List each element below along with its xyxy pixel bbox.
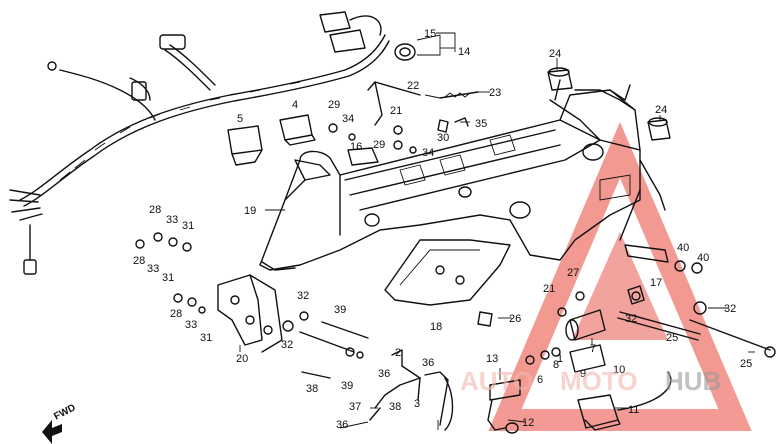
callout-33b: 33 [147,263,159,275]
callout-32a: 32 [297,290,309,302]
callout-11: 11 [628,404,639,416]
pivot-collar [557,291,606,341]
callout-39b: 39 [341,380,353,392]
watermark-logo [488,121,752,431]
callout-7: 7 [590,343,596,355]
callout-10: 10 [613,364,625,376]
callout-20: 20 [236,353,248,365]
relay-bracket [227,114,316,166]
callout-12: 12 [522,417,534,429]
callout-21b: 21 [543,283,555,295]
callout-4: 4 [292,99,298,111]
ignition-coil [577,371,672,431]
bushing-parts [547,67,671,141]
callout-34a: 34 [342,113,354,125]
callout-40b: 40 [697,252,709,264]
watermark-text: AUTO MOTO HUB [460,366,721,396]
callout-3: 3 [414,398,420,410]
callout-6: 6 [537,374,543,386]
callout-27a: 27 [567,267,579,279]
callout-28b: 28 [133,255,145,267]
callout-25a: 25 [666,332,678,344]
side-bracket [217,274,283,353]
callout-31b: 31 [162,272,174,284]
skid-plate [384,239,511,327]
main-frame [259,79,666,271]
callout-24b: 24 [655,104,667,116]
callout-29a: 29 [328,99,340,111]
callout-35: 35 [475,118,487,130]
callout-40a: 40 [677,242,689,254]
washer-stack-left [135,232,206,314]
callout-18: 18 [430,321,442,333]
watermark-auto: AUTO [460,366,533,396]
callout-30: 30 [437,132,449,144]
watermark-moto: MOTO [560,366,638,396]
callout-16: 16 [350,141,362,153]
callout-9: 9 [580,368,586,380]
brake-linkage [369,349,454,431]
callout-8: 8 [553,359,559,371]
callout-39a: 39 [334,304,346,316]
watermark-hub: HUB [665,366,721,396]
leader-lines [239,32,755,430]
callout-labels: 15 14 22 23 24 24 4 5 29 34 21 30 35 29 … [133,28,752,431]
stand-assembly [617,244,776,358]
callout-24a: 24 [549,48,561,60]
callout-38b: 38 [389,401,401,413]
callout-32b: 32 [281,339,293,351]
grommet-part [394,34,455,61]
callout-2: 2 [395,347,401,359]
callout-25b: 25 [740,358,752,370]
callout-28c: 28 [170,308,182,320]
callout-15: 15 [424,28,436,40]
callout-14: 14 [458,46,470,58]
callout-1: 1 [557,353,563,365]
callout-29b: 29 [373,139,385,151]
callout-32d: 32 [724,303,736,315]
callout-38a: 38 [306,383,318,395]
bolts-center [282,311,369,379]
wire-harness [9,11,390,275]
callout-28a: 28 [149,204,161,216]
callout-36c: 36 [336,419,348,431]
callout-32c: 32 [625,313,637,325]
callout-19: 19 [244,205,256,217]
callout-26: 26 [509,313,521,325]
callout-5: 5 [237,113,243,125]
callout-36a: 36 [378,368,390,380]
callout-31a: 31 [182,220,194,232]
fwd-label: FWD [52,402,77,422]
callout-36b: 36 [422,357,434,369]
callout-37: 37 [349,401,361,413]
fwd-arrow: FWD [42,402,78,444]
callout-23: 23 [489,87,501,99]
callout-33c: 33 [185,319,197,331]
callout-21a: 21 [390,105,402,117]
callout-31c: 31 [200,332,212,344]
callout-17: 17 [650,277,662,289]
callout-33a: 33 [166,214,178,226]
callout-34b: 34 [422,147,434,159]
callout-22: 22 [407,80,419,92]
rod-22 [367,81,479,126]
callout-13: 13 [486,353,498,365]
small-fasteners [328,117,469,154]
switch-assembly [487,344,606,434]
